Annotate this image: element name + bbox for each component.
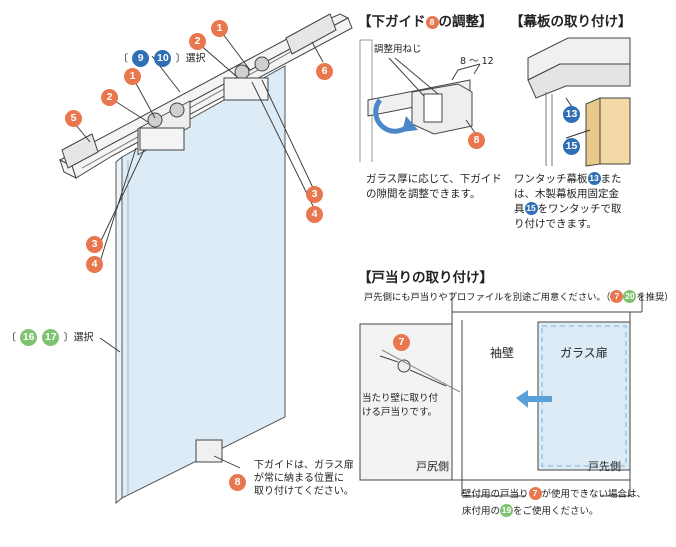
note-badge-15: 15 bbox=[524, 202, 538, 215]
callout-5: 5 bbox=[65, 110, 82, 127]
back-side-label: 戸尻側 bbox=[416, 460, 449, 473]
callout-8-main: 8 bbox=[229, 474, 246, 491]
callout-1-left: 1 bbox=[124, 68, 141, 85]
front-side-label: 戸先側 bbox=[588, 460, 621, 473]
footer-badge-7: 7 bbox=[528, 487, 542, 500]
callout-6: 6 bbox=[316, 63, 333, 80]
part-badge-17: 17 bbox=[42, 329, 60, 346]
callout-4-right: 4 bbox=[306, 206, 323, 223]
part-badge-16: 16 bbox=[20, 329, 38, 346]
wall-stop-note: 当たり壁に取り付 ける戸当りです。 bbox=[362, 392, 439, 420]
lower-guide-badge-8: 8 bbox=[468, 132, 485, 149]
door-stop-badge-7: 7 bbox=[393, 334, 410, 351]
note-badge-13: 13 bbox=[587, 172, 601, 185]
gap-range-label: 8 ～ 12 bbox=[460, 56, 494, 67]
lower-guide-detail bbox=[359, 39, 481, 162]
glass-door-label: ガラス扉 bbox=[560, 346, 608, 360]
part-badge-10: 10 bbox=[154, 50, 172, 67]
callout-3-right: 3 bbox=[306, 186, 323, 203]
subnote-badge-7: 7 bbox=[610, 290, 624, 303]
hanger-right bbox=[223, 56, 270, 101]
callout-4-left: 4 bbox=[86, 256, 103, 273]
valance-badge-13: 13 bbox=[563, 106, 580, 123]
subnote-badge-20: 20 bbox=[623, 290, 637, 303]
footer-badge-19: 19 bbox=[500, 504, 514, 517]
valance-heading: 【幕板の取り付け】 bbox=[510, 14, 632, 30]
sleeve-wall-label: 袖壁 bbox=[490, 346, 515, 360]
door-stop-heading: 【戸当りの取り付け】 bbox=[358, 270, 493, 286]
callout-2-right: 2 bbox=[189, 33, 206, 50]
part-badge-9: 9 bbox=[132, 50, 150, 67]
bottom-guide-part bbox=[195, 439, 223, 463]
bottom-guide-note: 下ガイドは、ガラス扉 が常に納まる位置に 取り付けてください。 bbox=[254, 460, 354, 497]
valance-detail bbox=[527, 37, 631, 167]
callout-1-right: 1 bbox=[211, 20, 228, 37]
lower-guide-note: ガラス厚に応じて、下ガイド の隙間を調整できます。 bbox=[366, 173, 502, 200]
profile-selection-note: 〔 16 17 〕選択 bbox=[6, 329, 94, 348]
leader-lines bbox=[74, 29, 324, 469]
hanger-left bbox=[137, 100, 191, 156]
adjust-screw-label: 調整用ねじ bbox=[374, 44, 422, 55]
hanger-selection-note: 〔 9 10 〕選択 bbox=[118, 50, 206, 69]
rail-end-caps bbox=[61, 13, 337, 169]
callout-2-left: 2 bbox=[101, 89, 118, 106]
valance-badge-15: 15 bbox=[563, 138, 580, 155]
callout-3-left: 3 bbox=[86, 236, 103, 253]
heading-badge-8: 8 bbox=[425, 16, 439, 29]
